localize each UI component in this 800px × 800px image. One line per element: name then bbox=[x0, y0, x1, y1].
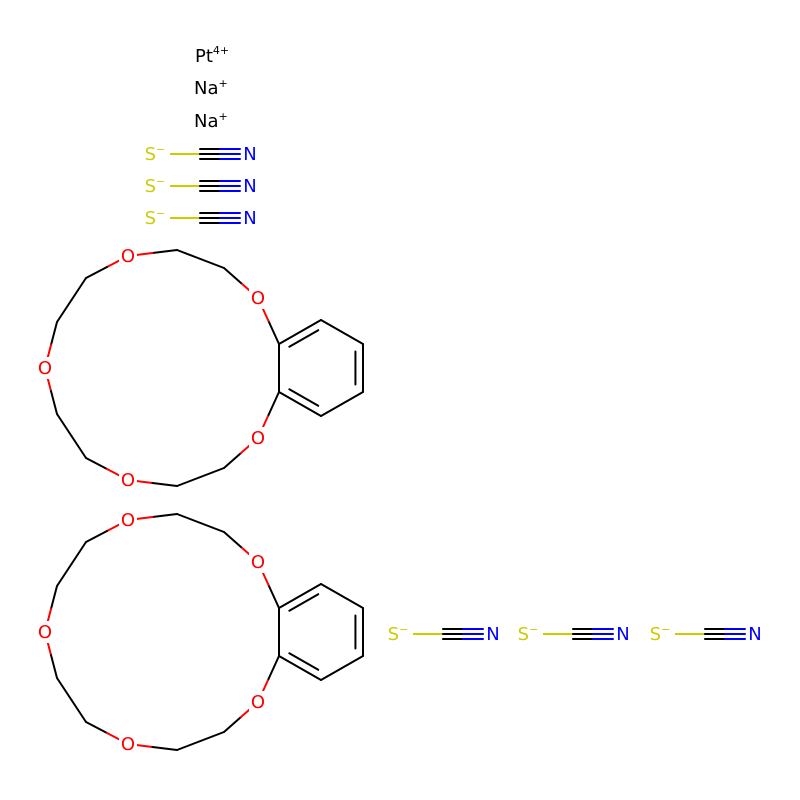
bond bbox=[199, 258, 225, 269]
aromatic-bond bbox=[320, 319, 364, 345]
atom-label-background bbox=[146, 207, 170, 229]
bond bbox=[151, 513, 178, 518]
bond bbox=[85, 457, 108, 470]
sodium-ion: Na+ bbox=[194, 110, 228, 132]
double-bond bbox=[288, 652, 320, 671]
oxygen-atom: O bbox=[121, 734, 135, 755]
atom-label-background bbox=[146, 143, 170, 165]
bond bbox=[151, 482, 178, 487]
oxygen-atom: O bbox=[38, 358, 52, 379]
bond bbox=[223, 267, 242, 284]
atom-label-background bbox=[484, 623, 502, 645]
double-bond bbox=[288, 329, 320, 348]
sulfur-atom: S− bbox=[388, 623, 409, 645]
bond bbox=[85, 721, 108, 734]
bond bbox=[223, 452, 242, 469]
aromatic-bond bbox=[278, 583, 322, 609]
atom-label-background bbox=[389, 623, 413, 645]
bond bbox=[267, 584, 280, 609]
atom-label-background bbox=[614, 623, 632, 645]
bond bbox=[70, 435, 87, 459]
sulfur-atom: S− bbox=[145, 143, 166, 165]
bond bbox=[56, 563, 73, 587]
bond bbox=[50, 585, 58, 610]
nitrogen-atom: N bbox=[486, 624, 499, 645]
aromatic-bond bbox=[320, 391, 364, 417]
aromatic-bond bbox=[278, 319, 322, 345]
atom-label-background bbox=[249, 691, 267, 713]
oxygen-atom: O bbox=[121, 246, 135, 267]
atom-label-background bbox=[241, 207, 259, 229]
bond bbox=[56, 299, 73, 323]
nitrogen-atom: N bbox=[243, 208, 256, 229]
sulfur-atom: S− bbox=[518, 623, 539, 645]
atom-label-background bbox=[36, 621, 54, 643]
sulfur-atom: S− bbox=[145, 175, 166, 197]
bond bbox=[199, 467, 225, 478]
bond bbox=[176, 740, 202, 751]
nitrogen-atom: N bbox=[748, 624, 761, 645]
atom-label-background bbox=[241, 143, 259, 165]
aromatic-bond bbox=[278, 391, 322, 417]
bond bbox=[176, 513, 202, 524]
sulfur-atom: S− bbox=[650, 623, 671, 645]
atom-label-background bbox=[241, 175, 259, 197]
atom-label-background bbox=[36, 357, 54, 379]
aromatic-bond bbox=[320, 583, 364, 609]
double-bond bbox=[288, 593, 320, 612]
atom-label-background bbox=[519, 623, 543, 645]
bond bbox=[50, 390, 58, 415]
bond bbox=[176, 476, 202, 487]
atom-label-background bbox=[249, 427, 267, 449]
bond bbox=[267, 320, 280, 345]
aromatic-bond bbox=[278, 655, 322, 681]
atom-label-background bbox=[119, 733, 137, 755]
bond bbox=[199, 522, 225, 533]
platinum-ion: Pt4+ bbox=[195, 44, 229, 67]
bond bbox=[223, 531, 242, 548]
atom-label-background bbox=[146, 175, 170, 197]
aromatic-bond bbox=[320, 655, 364, 681]
bond bbox=[70, 277, 87, 301]
atom-label-background bbox=[249, 287, 267, 309]
bond bbox=[151, 249, 178, 254]
atom-label-background bbox=[119, 245, 137, 267]
bond bbox=[70, 541, 87, 565]
bond bbox=[151, 746, 178, 751]
nitrogen-atom: N bbox=[616, 624, 629, 645]
atom-label-background bbox=[119, 509, 137, 531]
sulfur-atom: S− bbox=[145, 207, 166, 229]
bond bbox=[267, 655, 280, 680]
bond bbox=[56, 413, 73, 437]
oxygen-atom: O bbox=[38, 622, 52, 643]
atom-label-background bbox=[651, 623, 675, 645]
oxygen-atom: O bbox=[121, 470, 135, 491]
bond bbox=[70, 699, 87, 723]
nitrogen-atom: N bbox=[243, 176, 256, 197]
nitrogen-atom: N bbox=[243, 144, 256, 165]
bond bbox=[56, 677, 73, 701]
double-bond bbox=[288, 388, 320, 407]
bond bbox=[85, 530, 108, 543]
bond-layer bbox=[44, 148, 746, 751]
bond bbox=[50, 654, 58, 679]
bond bbox=[50, 321, 58, 346]
oxygen-atom: O bbox=[251, 428, 265, 449]
bond bbox=[199, 731, 225, 742]
atom-label-background bbox=[249, 551, 267, 573]
bond bbox=[267, 391, 280, 416]
bond bbox=[223, 716, 242, 733]
atom-label-background bbox=[746, 623, 764, 645]
bond bbox=[85, 266, 108, 279]
bond bbox=[176, 249, 202, 260]
oxygen-atom: O bbox=[251, 692, 265, 713]
oxygen-atom: O bbox=[251, 552, 265, 573]
oxygen-atom: O bbox=[121, 510, 135, 531]
sodium-ion: Na+ bbox=[194, 77, 228, 99]
oxygen-atom: O bbox=[251, 288, 265, 309]
atom-label-background bbox=[119, 469, 137, 491]
